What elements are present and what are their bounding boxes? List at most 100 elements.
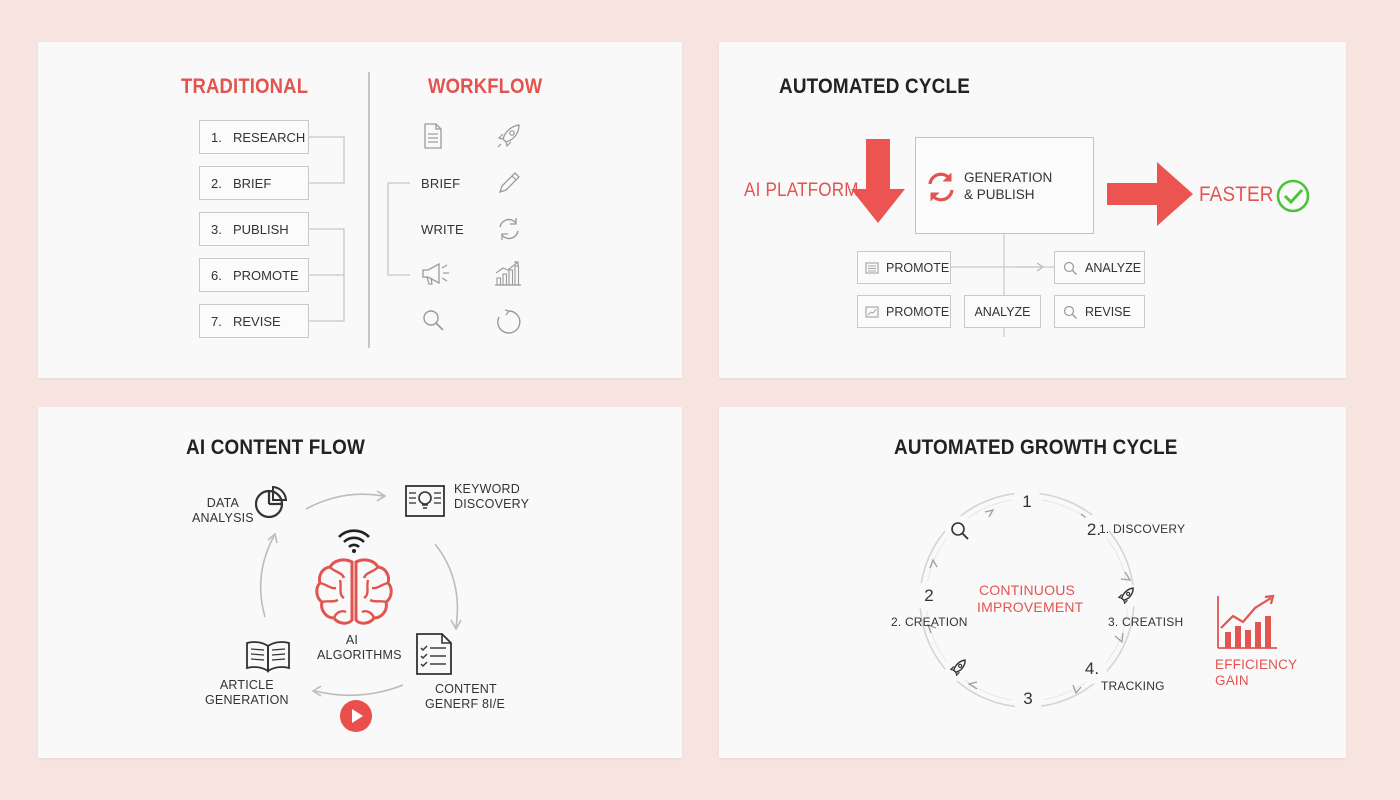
node-2-left: 2 xyxy=(914,581,944,611)
workflow-write-label: WRITE xyxy=(421,222,464,237)
step-number: 3. xyxy=(211,221,222,237)
step-label: PUBLISH xyxy=(233,221,289,237)
step-number: 6. xyxy=(211,267,222,283)
rocket-node xyxy=(1113,583,1139,609)
search-icon xyxy=(951,522,969,540)
node-2: 2. xyxy=(1079,515,1109,545)
label-line: ALGORITHMS xyxy=(317,648,402,662)
article-generation-label: ARTICLE GENERATION xyxy=(205,678,289,708)
label-line: GENERF 8I/E xyxy=(425,697,505,711)
analyze-box: ANALYZE xyxy=(1054,251,1145,284)
step-label: PROMOTE xyxy=(233,267,299,283)
play-button-icon[interactable] xyxy=(339,699,373,733)
node-number: 4. xyxy=(1084,659,1100,678)
workflow-brief-label: BRIEF xyxy=(421,176,461,191)
node-number: 2. xyxy=(1086,520,1102,539)
label-line: ANALYSIS xyxy=(192,511,254,525)
automated-cycle-panel: AUTOMATED CYCLE AI PLATFORM GENERATION &… xyxy=(719,42,1346,378)
document-icon xyxy=(424,123,442,149)
ai-content-flow-panel: AI CONTENT FLOW DATA ANALYSIS KEYWORD xyxy=(38,407,682,758)
pencil-icon xyxy=(498,172,520,194)
rocket-node xyxy=(945,655,971,681)
automated-cycle-title: AUTOMATED CYCLE xyxy=(779,75,971,98)
label-line: GAIN xyxy=(1215,673,1249,688)
search-icon xyxy=(1063,261,1077,275)
step-brief: 2. BRIEF xyxy=(199,166,309,200)
step-label: RESEARCH xyxy=(233,129,306,145)
creation-label: 2. CREATION xyxy=(891,615,968,629)
revise-label: REVISE xyxy=(1085,304,1131,319)
search-icon xyxy=(1063,305,1077,319)
search-node xyxy=(945,516,975,546)
node-1: 1 xyxy=(1012,487,1042,517)
analyze-box: ANALYZE xyxy=(964,295,1041,328)
step-label: BRIEF xyxy=(233,175,272,191)
checklist-icon xyxy=(416,633,452,675)
ai-platform-label: AI PLATFORM xyxy=(744,180,859,201)
step-research: 1. RESEARCH xyxy=(199,120,309,154)
pie-chart-icon xyxy=(254,485,288,519)
label-line: EFFICIENCY xyxy=(1215,657,1298,672)
promote-label: PROMOTE xyxy=(886,260,950,275)
ai-content-flow-title: AI CONTENT FLOW xyxy=(186,436,366,459)
automated-growth-panel: AUTOMATED GROWTH CYCLE 1 2. 2 xyxy=(719,407,1346,758)
tracking-label: TRACKING xyxy=(1101,679,1165,693)
cycle-icon xyxy=(497,309,521,334)
node-number: 2 xyxy=(924,586,934,605)
revise-box: REVISE xyxy=(1054,295,1145,328)
label-line: ARTICLE xyxy=(219,678,274,692)
creatish-label: 3. CREATISH xyxy=(1108,615,1184,629)
node-number: 1 xyxy=(1022,492,1032,511)
ai-algorithms-label: AI ALGORITHMS xyxy=(317,633,402,663)
publish-label: & PUBLISH xyxy=(964,187,1035,202)
label-line: DISCOVERY xyxy=(454,497,530,511)
refresh-icon xyxy=(928,172,954,202)
lightbulb-screen-icon xyxy=(405,485,445,517)
analyze-label: ANALYZE xyxy=(1085,260,1142,275)
promote-box: PROMOTE xyxy=(857,295,951,328)
document-icon xyxy=(865,262,879,274)
rocket-icon xyxy=(1117,587,1134,605)
node-4: 4. xyxy=(1077,654,1107,684)
label-line: KEYWORD xyxy=(454,482,520,496)
step-connectors xyxy=(309,136,410,322)
node-3: 3 xyxy=(1013,684,1043,714)
continuous-improvement-label: CONTINUOUS IMPROVEMENT xyxy=(977,582,1083,616)
down-arrow-icon xyxy=(851,139,905,223)
label-line: DATA xyxy=(206,496,240,510)
node-number: 3 xyxy=(1023,689,1033,708)
right-arrow-icon xyxy=(1107,162,1193,226)
traditional-workflow-panel: TRADITIONAL WORKFLOW 1. RESEARCH 2. BRIE… xyxy=(38,42,682,378)
book-icon xyxy=(246,641,290,673)
generation-label: GENERATION xyxy=(964,170,1053,185)
rocket-icon xyxy=(949,659,966,677)
megaphone-icon xyxy=(422,262,449,285)
step-publish: 3. PUBLISH xyxy=(199,212,309,246)
efficiency-gain-label: EFFICIENCY GAIN xyxy=(1215,657,1297,689)
step-revise: 7. REVISE xyxy=(199,304,309,338)
step-number: 7. xyxy=(211,313,222,329)
generation-publish-box: GENERATION & PUBLISH xyxy=(915,137,1094,234)
divider xyxy=(368,72,370,348)
analyze-label: ANALYZE xyxy=(974,304,1031,319)
workflow-title: WORKFLOW xyxy=(428,75,543,98)
step-number: 2. xyxy=(211,175,222,191)
search-icon xyxy=(423,310,444,331)
flow-arrows xyxy=(259,490,462,697)
brain-icon xyxy=(315,558,393,625)
label-line: CONTINUOUS xyxy=(978,582,1076,598)
step-number: 1. xyxy=(211,129,222,145)
promote-label: PROMOTE xyxy=(886,304,950,319)
keyword-discovery-label: KEYWORD DISCOVERY xyxy=(454,482,529,512)
label-line: GENERATION xyxy=(205,693,289,707)
promote-box: PROMOTE xyxy=(857,251,951,284)
rocket-icon xyxy=(497,124,520,148)
check-circle-icon xyxy=(1276,179,1310,213)
step-label: REVISE xyxy=(233,313,281,329)
data-analysis-label: DATA ANALYSIS xyxy=(192,496,254,526)
wifi-icon xyxy=(338,529,370,553)
label-line: CONTENT xyxy=(435,682,497,696)
content-generation-label: CONTENT GENERF 8I/E xyxy=(425,682,505,712)
faster-label: FASTER xyxy=(1199,183,1274,206)
automated-growth-title: AUTOMATED GROWTH CYCLE xyxy=(894,436,1178,459)
